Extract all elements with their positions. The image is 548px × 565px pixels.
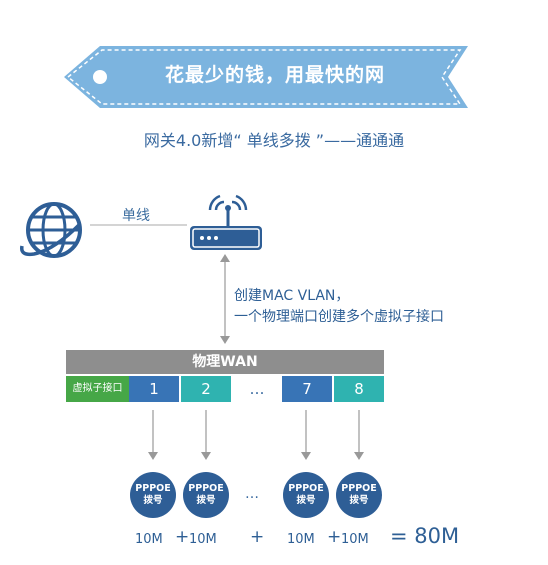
pppoe-dial-7: PPPOE 拨号 (283, 472, 329, 518)
port-2: 2 (181, 376, 231, 402)
pppoe-label: PPPOE (135, 483, 171, 494)
vlan-desc-line1: 创建MAC VLAN， (234, 288, 350, 304)
vlan-desc-line2: 一个物理端口创建多个虚拟子接口 (234, 309, 444, 325)
bandwidth-8: 10M (341, 532, 369, 547)
pppoe-dial-2: PPPOE 拨号 (183, 472, 229, 518)
subtitle: 网关4.0新增“ 单线多拨 ”——通通通 (143, 131, 405, 150)
pppoe-ellipsis: … (245, 486, 259, 502)
pppoe-label: PPPOE (188, 483, 224, 494)
bandwidth-2: 10M (189, 532, 217, 547)
dial-label: 拨号 (296, 495, 316, 506)
virtual-subinterface-label: 虚拟子接口 (66, 376, 129, 402)
banner-hole-icon (93, 70, 107, 84)
port-ellipsis: … (233, 376, 281, 402)
single-line-label: 单线 (122, 208, 150, 224)
bandwidth-1: 10M (135, 532, 163, 547)
bandwidth-7: 10M (287, 532, 315, 547)
port-7: 7 (282, 376, 332, 402)
dial-label: 拨号 (196, 495, 216, 506)
dial-label: 拨号 (349, 495, 369, 506)
dial-label: 拨号 (143, 495, 163, 506)
pppoe-dial-1: PPPOE 拨号 (130, 472, 176, 518)
globe-icon (20, 202, 82, 258)
pppoe-label: PPPOE (341, 483, 377, 494)
banner-title: 花最少的钱，用最快的网 (164, 64, 385, 86)
vlan-description: 创建MAC VLAN， 一个物理端口创建多个虚拟子接口 (234, 286, 444, 328)
port-1: 1 (129, 376, 179, 402)
port-arrows (148, 410, 364, 460)
plus-sign: + (175, 527, 190, 547)
router-icon (190, 194, 262, 250)
physical-wan-bar: 物理WAN (66, 350, 384, 374)
port-8: 8 (334, 376, 384, 402)
plus-sign: + (250, 527, 265, 547)
pppoe-dial-8: PPPOE 拨号 (336, 472, 382, 518)
bandwidth-total: = 80M (390, 524, 460, 548)
pppoe-label: PPPOE (288, 483, 324, 494)
banner-ribbon (64, 46, 468, 108)
plus-sign: + (327, 527, 342, 547)
